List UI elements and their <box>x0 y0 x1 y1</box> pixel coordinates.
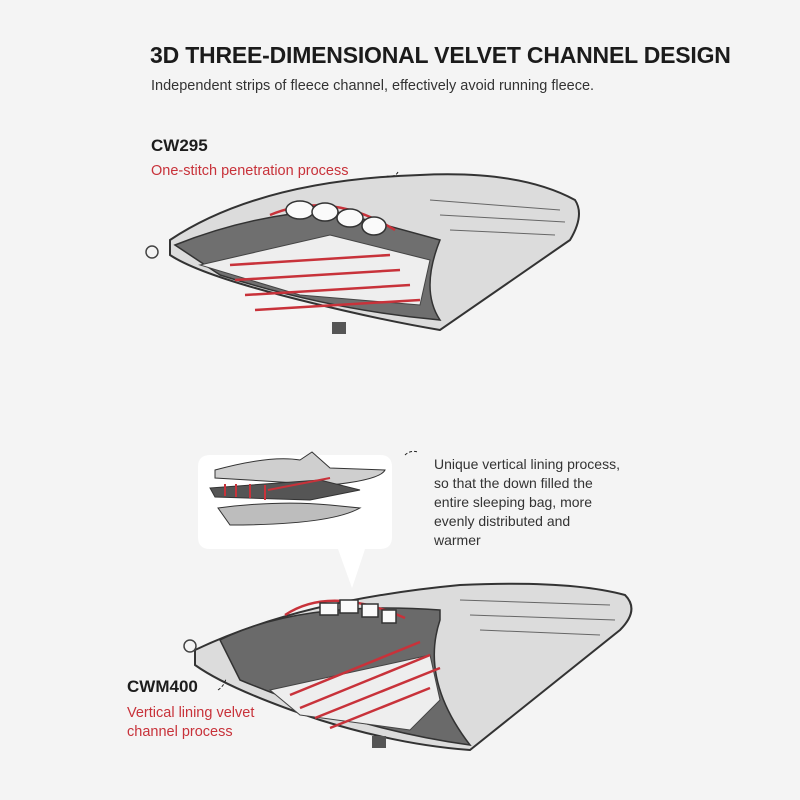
model-label-cwm400: CWM400 <box>127 677 198 696</box>
page-subtitle: Independent strips of fleece channel, ef… <box>151 78 595 94</box>
process-label-cwm400: Vertical lining velvet channel process <box>127 704 254 742</box>
callout-line: entire sleeping bag, more <box>434 494 592 510</box>
callout-description: Unique vertical lining process, so that … <box>434 455 644 550</box>
callout-line: Unique vertical lining process, <box>434 456 620 472</box>
sleeping-bag-cwm400-illustration <box>183 582 633 752</box>
sleeping-bag-cw295-illustration <box>145 171 580 334</box>
callout-line: evenly distributed and <box>434 513 571 529</box>
process-line: Vertical lining velvet <box>127 705 255 721</box>
page-title: 3D THREE-DIMENSIONAL VELVET CHANNEL DESI… <box>150 42 731 68</box>
process-label-cw295: One-stitch penetration process <box>151 163 349 179</box>
process-line: channel process <box>127 724 233 740</box>
callout-line: warmer <box>434 532 481 548</box>
model-label-cw295: CW295 <box>151 136 208 155</box>
callout-line: so that the down filled the <box>434 475 593 491</box>
detail-callout-bubble <box>198 450 419 588</box>
